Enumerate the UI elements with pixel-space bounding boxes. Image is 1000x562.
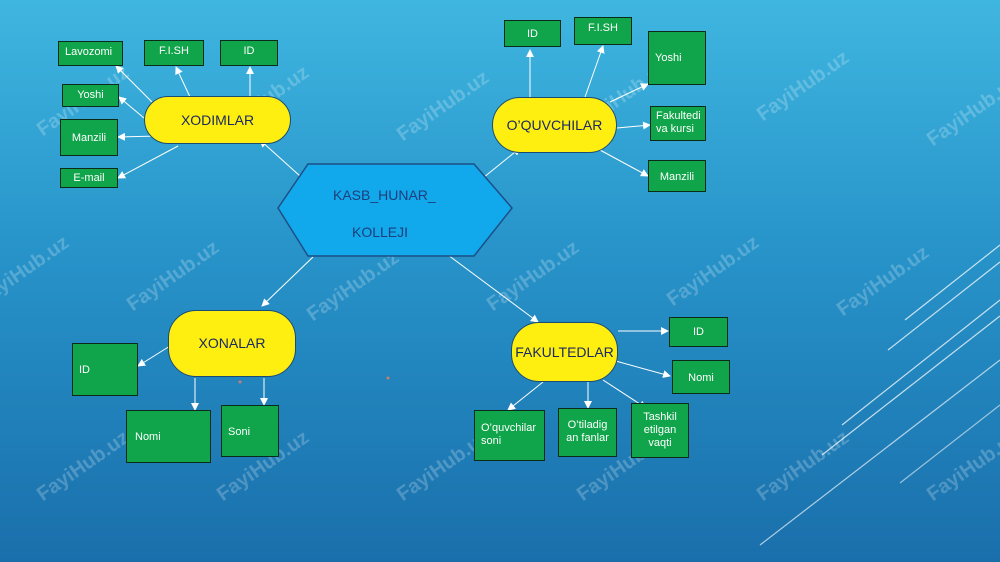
attr-oquvchi-manzili: Manzili (648, 160, 706, 192)
attr-xodim-lavozimi: Lavozomi (58, 41, 123, 66)
attr-oquvchi-fish: F.I.SH (574, 17, 632, 45)
attr-oquvchi-id: ID (504, 20, 561, 47)
attr-xodim-yoshi: Yoshi (62, 84, 119, 107)
attr-xona-soni: Soni (221, 405, 279, 457)
attr-xona-id: ID (72, 343, 138, 396)
attr-xodim-email: E-mail (60, 168, 118, 188)
attr-fakultet-nomi: Nomi (672, 360, 730, 394)
attr-xodim-fish: F.I.SH (144, 40, 204, 66)
attr-fakultet-id: ID (669, 317, 728, 347)
center-hexagon (277, 163, 513, 257)
attr-fakultet-tashkil: Tashkil etilgan vaqti (631, 403, 689, 458)
attr-fakultet-oquvchilar-soni: O’quvchilar soni (474, 410, 545, 461)
hub-fakultetlar: FAKULTEDLAR (511, 322, 618, 382)
attr-xodim-manzili: Manzili (60, 119, 118, 156)
center-title-line1: KASB_HUNAR_ (333, 187, 436, 203)
attr-xodim-id: ID (220, 40, 278, 66)
hub-xonalar: XONALAR (168, 310, 296, 377)
center-title-line2: KOLLEJI (352, 224, 409, 240)
hub-oquvchilar: O’QUVCHILAR (492, 97, 617, 153)
attr-xona-nomi: Nomi (126, 410, 211, 463)
hub-xodimlar: XODIMLAR (144, 96, 291, 144)
attr-fakultet-fanlar: O’tiladig an fanlar (558, 408, 617, 457)
attr-oquvchi-yoshi: Yoshi (648, 31, 706, 85)
attr-oquvchi-fakultet: Fakultedi va kursi (650, 106, 706, 141)
